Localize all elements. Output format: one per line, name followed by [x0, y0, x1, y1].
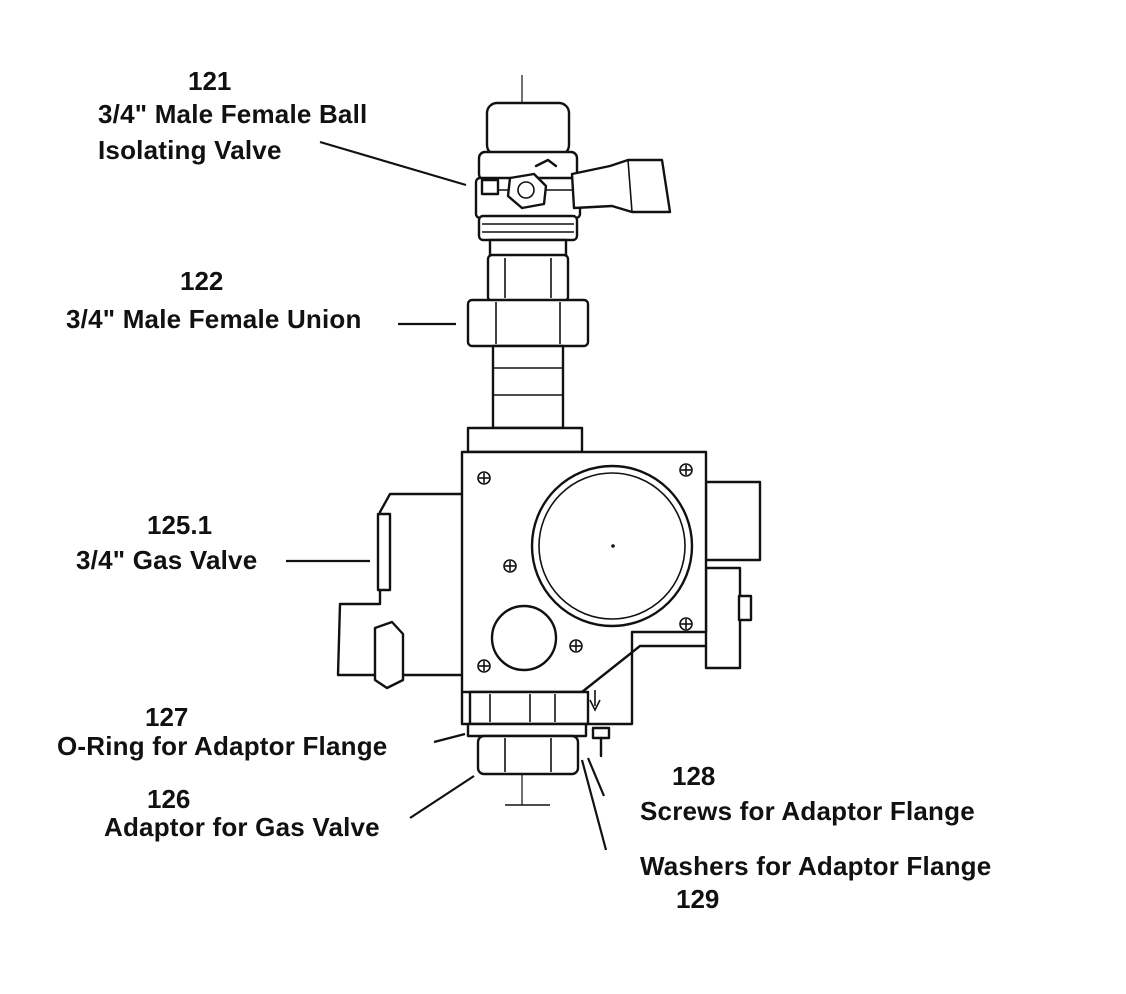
gas-valve-body-part: [336, 426, 762, 726]
male-female-union-part: [466, 238, 590, 430]
callout-122-text-line-1: 3/4" Male Female Union: [66, 304, 362, 334]
callout-129-number: 129: [676, 884, 720, 914]
ball-isolating-valve-part: [474, 101, 672, 242]
adaptor-flange-part: [466, 690, 611, 776]
callout-128-text-line-1: Screws for Adaptor Flange: [640, 796, 975, 826]
callout-129-text-line-1: Washers for Adaptor Flange: [640, 851, 992, 881]
leader-121: [319, 140, 467, 187]
leader-129: [580, 759, 608, 851]
callout-128-number: 128: [672, 761, 716, 791]
callout-125-1-text-line-1: 3/4" Gas Valve: [76, 545, 258, 575]
callout-127-number: 127: [145, 702, 189, 732]
leader-127: [433, 732, 466, 744]
callout-126-text-line-1: Adaptor for Gas Valve: [104, 812, 380, 842]
leader-128: [586, 757, 606, 797]
callout-127-text-line-1: O-Ring for Adaptor Flange: [57, 731, 388, 761]
callout-122-number: 122: [180, 266, 224, 296]
callout-126-number: 126: [147, 784, 191, 814]
callout-121-text-line-2: Isolating Valve: [98, 135, 282, 165]
leader-126: [409, 775, 475, 819]
callout-121-text-line-1: 3/4" Male Female Ball: [98, 99, 368, 129]
callout-125-1-number: 125.1: [147, 510, 213, 540]
callout-121-number: 121: [188, 66, 232, 96]
